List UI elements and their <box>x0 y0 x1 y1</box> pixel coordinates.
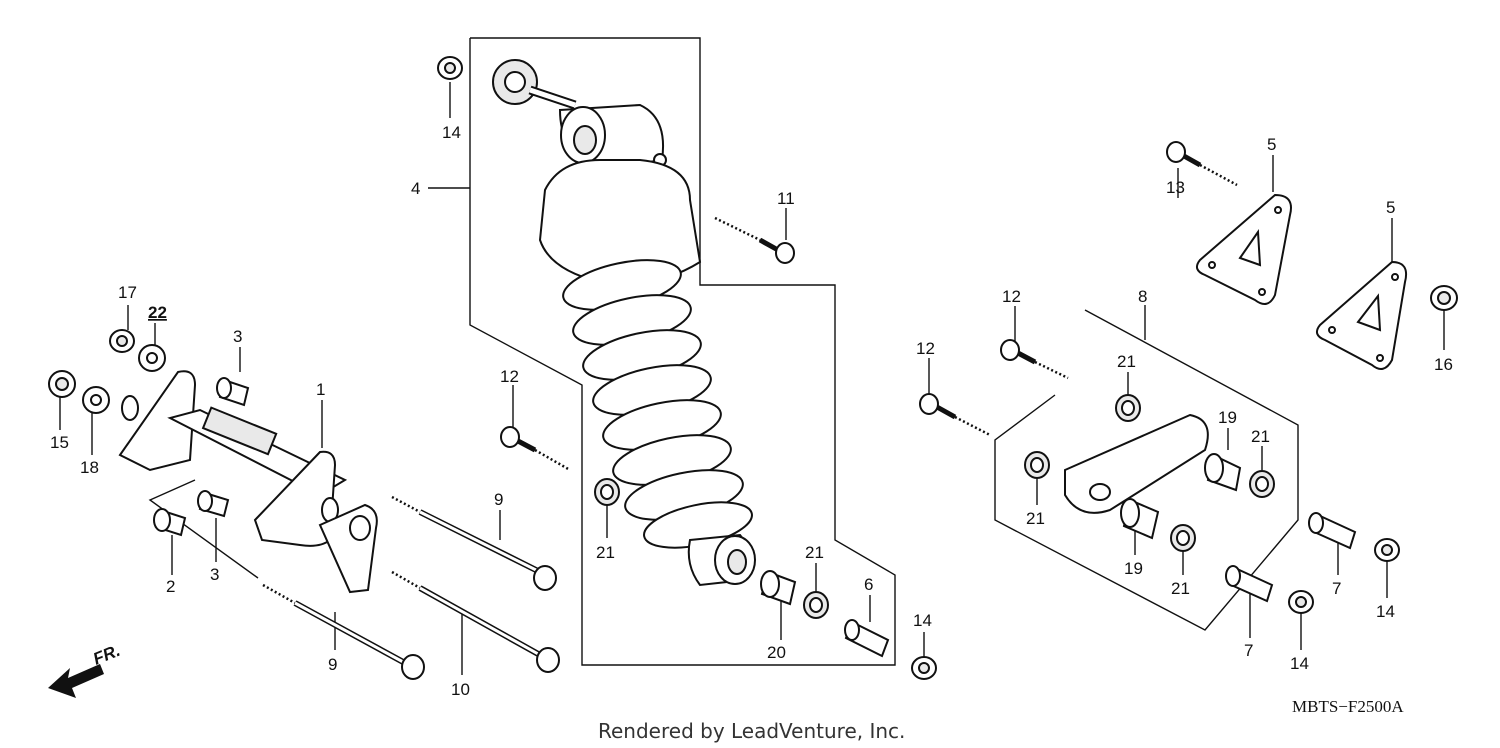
bearing-21c <box>1024 451 1050 479</box>
callout-2: 2 <box>166 577 175 596</box>
bearing-21a <box>1115 394 1141 422</box>
bushing-19b <box>1120 498 1160 540</box>
plate-5a <box>1195 193 1292 305</box>
bolt-9a <box>391 495 557 591</box>
callout-8: 8 <box>1138 287 1147 306</box>
bolt-13 <box>1166 141 1238 187</box>
washer-22 <box>138 344 166 372</box>
bolt-11 <box>714 216 795 264</box>
nut-17 <box>109 329 135 353</box>
nut-14c <box>1288 590 1314 614</box>
callout-14: 14 <box>913 611 932 630</box>
shock-group-outline <box>469 37 896 666</box>
callout-18: 18 <box>80 458 99 477</box>
collar-3b <box>197 490 230 518</box>
bolt-12a <box>1000 339 1069 380</box>
render-credit: Rendered by LeadVenture, Inc. <box>598 719 905 743</box>
bearing-21d <box>1170 524 1196 552</box>
bushing-19a <box>1204 453 1242 492</box>
callout-labels: 14 4 11 13 5 5 12 8 16 12 21 12 19 21 21… <box>50 123 1453 699</box>
nut-15 <box>48 370 76 398</box>
bolt-12b <box>919 393 991 437</box>
front-direction-arrow: FR. <box>48 641 123 698</box>
hardware-parts <box>48 56 1458 680</box>
callout-16: 16 <box>1434 355 1453 374</box>
callout-17: 17 <box>118 283 137 302</box>
callout-4: 4 <box>411 179 420 198</box>
callout-12: 12 <box>500 367 519 386</box>
callout-21: 21 <box>1251 427 1270 446</box>
bracket-frame-line <box>148 479 259 579</box>
callout-7: 7 <box>1332 579 1341 598</box>
callout-9: 9 <box>328 655 337 674</box>
callout-19: 19 <box>1124 559 1143 578</box>
leader-lines <box>59 37 1445 675</box>
callout-10: 10 <box>451 680 470 699</box>
nut-14d <box>911 656 937 680</box>
callout-5: 5 <box>1386 198 1395 217</box>
callout-21: 21 <box>805 543 824 562</box>
bolt-9b <box>262 583 425 680</box>
nut-14b <box>1374 538 1400 562</box>
nut-16 <box>1430 285 1458 311</box>
plate-5b <box>1315 260 1408 370</box>
callout-19: 19 <box>1218 408 1237 427</box>
callout-21: 21 <box>596 543 615 562</box>
callout-14: 14 <box>442 123 461 142</box>
pivot-arm-1 <box>118 370 378 594</box>
bushing-20 <box>760 570 797 606</box>
callout-13: 13 <box>1166 178 1185 197</box>
rear-shock-absorber <box>492 59 756 587</box>
callout-21: 21 <box>1026 509 1045 528</box>
callout-3: 3 <box>210 565 219 584</box>
collar-3a <box>216 377 250 407</box>
bearing-21e <box>594 478 620 506</box>
collar-7b <box>1225 565 1274 603</box>
nut-14a <box>437 56 463 80</box>
callout-14: 14 <box>1376 602 1395 621</box>
callout-5: 5 <box>1267 135 1276 154</box>
callout-14: 14 <box>1290 654 1309 673</box>
bearing-21b <box>1249 470 1275 498</box>
callout-15: 15 <box>50 433 69 452</box>
collar-2 <box>153 508 187 537</box>
collar-6 <box>844 619 890 658</box>
collar-7a <box>1308 512 1357 550</box>
bolt-10 <box>391 570 560 673</box>
diagram-code: MBTS−F2500A <box>1292 697 1404 716</box>
callout-11: 11 <box>777 189 795 208</box>
link-group-outline <box>994 309 1299 631</box>
callout-22: 22 <box>148 303 167 322</box>
callout-20: 20 <box>767 643 786 662</box>
callout-7: 7 <box>1244 641 1253 660</box>
callout-3: 3 <box>233 327 242 346</box>
callout-6: 6 <box>864 575 873 594</box>
bolt-12c <box>500 426 571 472</box>
callout-9: 9 <box>494 490 503 509</box>
shock-spring <box>562 259 753 549</box>
callout-12: 12 <box>916 339 935 358</box>
bearing-21f <box>803 591 829 619</box>
callout-1: 1 <box>316 380 325 399</box>
callout-21: 21 <box>1171 579 1190 598</box>
callout-12: 12 <box>1002 287 1021 306</box>
front-marker-label: FR. <box>90 641 123 669</box>
washer-18 <box>82 386 110 414</box>
callout-21: 21 <box>1117 352 1136 371</box>
link-8 <box>1064 413 1209 514</box>
